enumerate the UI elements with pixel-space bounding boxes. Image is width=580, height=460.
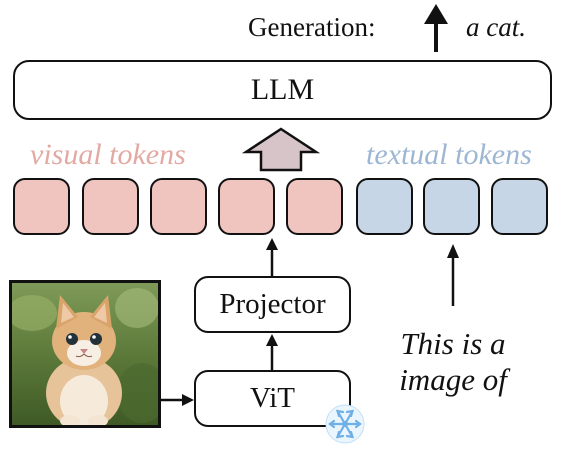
projection-up-arrow-icon [241, 127, 321, 172]
up-arrow-icon [424, 4, 448, 52]
generation-output: a cat. [466, 12, 526, 42]
textual-token [423, 178, 480, 235]
image-to-vit-arrow [161, 394, 194, 406]
llm-box: LLM [13, 60, 552, 120]
visual-token [218, 178, 275, 235]
visual-tokens-caption: visual tokens [30, 138, 186, 171]
visual-token [13, 178, 70, 235]
projector-box: Projector [194, 276, 351, 333]
textual-tokens-caption: textual tokens [366, 138, 532, 171]
projector-to-token-arrow [266, 238, 278, 276]
prompt-line-2: image of [399, 362, 507, 397]
generation-label: Generation: [248, 12, 376, 42]
cat-image [9, 280, 161, 428]
text-prompt: This is a image of [388, 326, 518, 398]
visual-token [82, 178, 139, 235]
vit-box: ViT [194, 370, 351, 427]
visual-token [286, 178, 343, 235]
vit-label: ViT [250, 382, 295, 414]
prompt-line-1: This is a [400, 326, 506, 361]
visual-token [150, 178, 207, 235]
textual-token [491, 178, 548, 235]
projector-label: Projector [219, 288, 326, 320]
prompt-to-token-arrow [447, 244, 459, 306]
textual-token [356, 178, 413, 235]
llm-label: LLM [250, 73, 315, 106]
vit-to-projector-arrow [266, 334, 278, 370]
